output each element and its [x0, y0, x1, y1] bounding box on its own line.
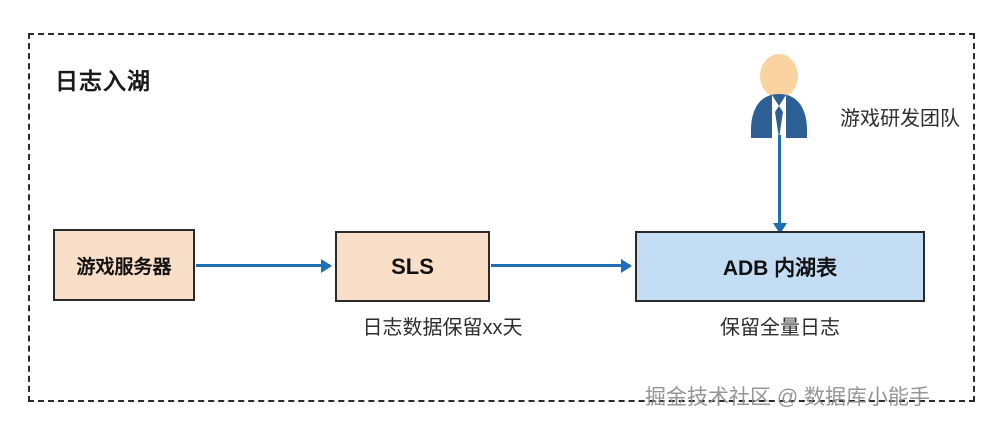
- caption-sls-retention: 日志数据保留xx天: [362, 317, 523, 339]
- person-avatar-icon: [748, 54, 810, 138]
- arrow-server-to-sls: [196, 264, 330, 267]
- node-adb-inner-lake-table[interactable]: ADB 内湖表: [635, 231, 925, 302]
- group-frame-log-ingestion: [28, 33, 975, 402]
- arrow-team-to-adb: [778, 135, 781, 231]
- group-title: 日志入湖: [55, 68, 151, 94]
- arrow-sls-to-adb: [491, 264, 630, 267]
- node-sls[interactable]: SLS: [335, 231, 490, 302]
- node-game-server[interactable]: 游戏服务器: [53, 229, 195, 301]
- actor-label-game-rd-team: 游戏研发团队: [840, 108, 960, 130]
- caption-adb-retention: 保留全量日志: [720, 317, 840, 339]
- watermark: 掘金技术社区 @ 数据库小能手: [645, 386, 930, 409]
